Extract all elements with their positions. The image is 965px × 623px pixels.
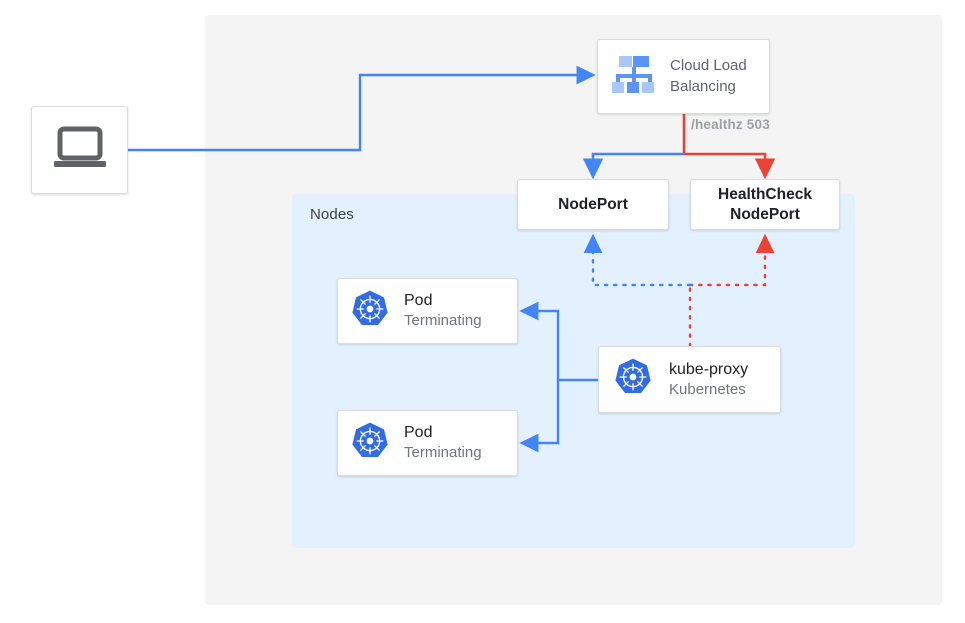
- kube-proxy-title: kube-proxy: [669, 360, 749, 378]
- healthcheck-nodeport-label-line1: HealthCheck: [718, 186, 812, 204]
- pod-status-1: Terminating: [404, 312, 482, 330]
- nodes-panel-label: Nodes: [310, 206, 354, 223]
- cloud-load-balancing-label: Cloud Load Balancing: [670, 56, 747, 97]
- cloud-load-balancing-label-line1: Cloud Load: [670, 56, 747, 74]
- pod-node-2[interactable]: Pod Terminating: [337, 410, 518, 476]
- pod-node-1[interactable]: Pod Terminating: [337, 278, 518, 344]
- cloud-load-balancing-label-line2: Balancing: [670, 77, 736, 95]
- nodeport-label: NodePort: [558, 195, 628, 213]
- healthcheck-nodeport-node[interactable]: HealthCheck NodePort: [690, 179, 840, 230]
- pod-title-2: Pod: [404, 424, 433, 442]
- healthcheck-nodeport-label-line2: NodePort: [730, 205, 800, 223]
- kubernetes-icon: [350, 289, 390, 334]
- pod-status-2: Terminating: [404, 444, 482, 462]
- laptop-icon: [52, 125, 108, 176]
- kube-proxy-node[interactable]: kube-proxy Kubernetes: [598, 346, 781, 413]
- pod-title-1: Pod: [404, 292, 433, 310]
- pod-text-1: Pod Terminating: [404, 291, 482, 331]
- kube-proxy-subtitle: Kubernetes: [669, 380, 746, 398]
- healthcheck-nodeport-label: HealthCheck NodePort: [718, 185, 812, 224]
- client-node[interactable]: [31, 106, 128, 194]
- healthz-status-label: /healthz 503: [691, 117, 770, 132]
- nodeport-node[interactable]: NodePort: [517, 179, 669, 230]
- kube-proxy-text: kube-proxy Kubernetes: [669, 360, 748, 400]
- cloud-load-balancing-node[interactable]: Cloud Load Balancing: [597, 39, 770, 114]
- kubernetes-icon: [613, 357, 653, 402]
- pod-text-2: Pod Terminating: [404, 423, 482, 463]
- cloud-load-balancing-icon: [608, 52, 660, 101]
- kubernetes-icon: [350, 421, 390, 466]
